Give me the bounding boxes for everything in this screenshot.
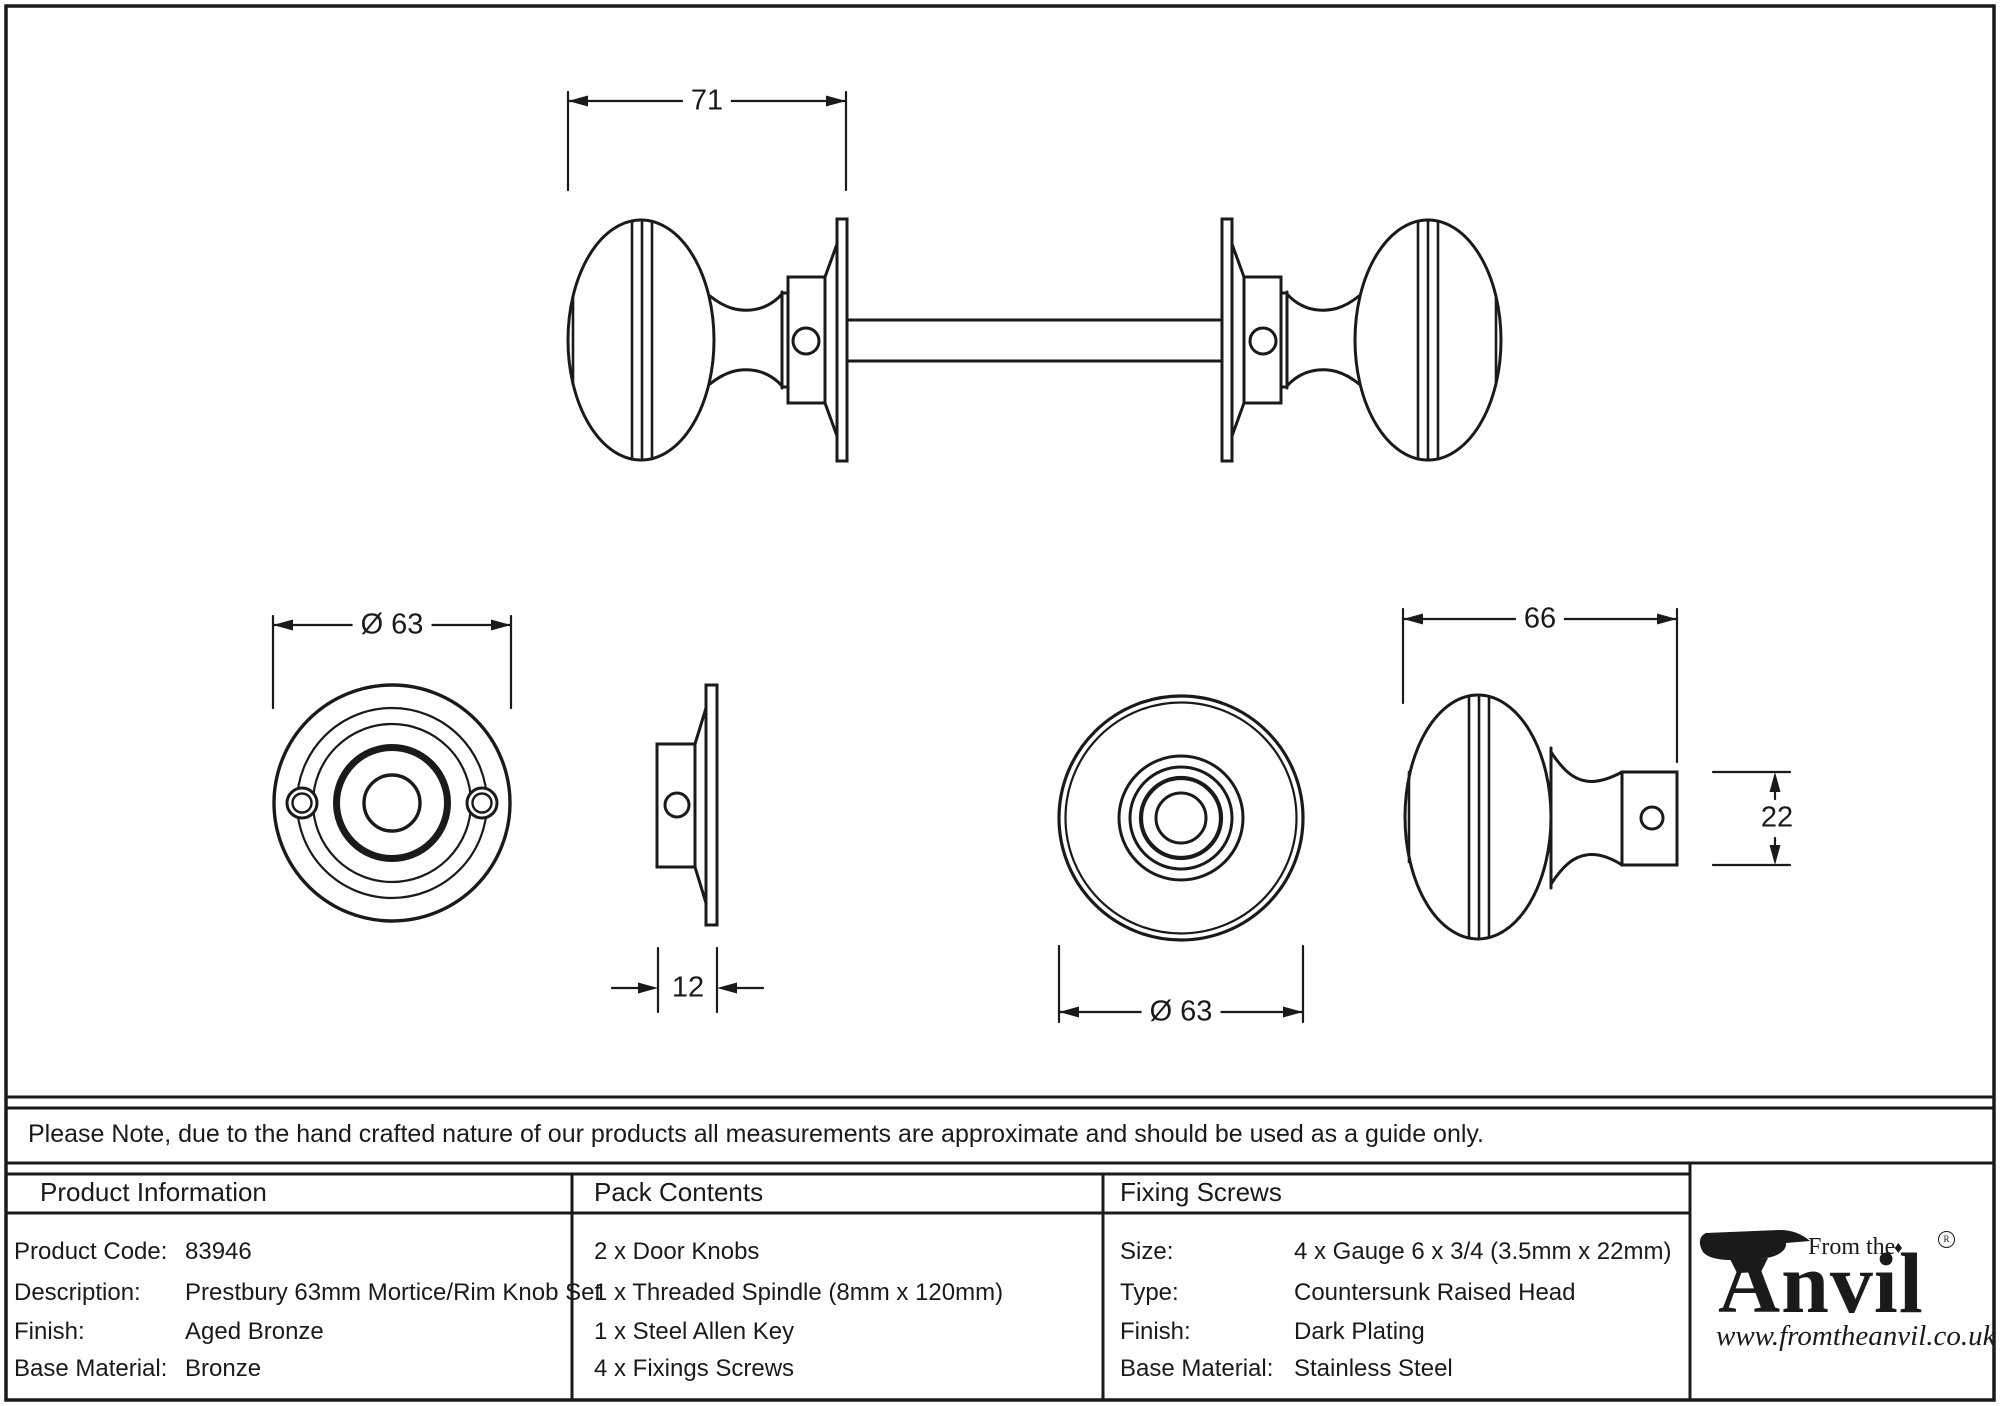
diamond-icon: ♦	[1894, 1238, 1903, 1257]
value-screw-size: 4 x Gauge 6 x 3/4 (3.5mm x 22mm)	[1294, 1238, 1672, 1265]
brand-website-url: www.fromtheanvil.co.uk	[1716, 1320, 1996, 1352]
rose-side-view	[610, 683, 765, 1014]
label-screw-base-material: Base Material:	[1120, 1355, 1274, 1382]
dim-label-rose-depth: 12	[671, 971, 705, 1004]
pack-item-screws: 4 x Fixings Screws	[594, 1355, 795, 1382]
anvil-icon	[1699, 1230, 1810, 1273]
spindle-drawing	[845, 318, 1224, 363]
header-product-information: Product Information	[40, 1177, 267, 1207]
dim-label-knob-length: 66	[1515, 602, 1565, 636]
dim-label-rose-diameter: Ø 63	[352, 608, 432, 642]
dimension-shank-height	[1711, 770, 1792, 867]
brand-logo-tagline: From the	[1808, 1234, 1896, 1260]
dimension-71	[566, 90, 848, 192]
label-screw-finish: Finish:	[1120, 1318, 1191, 1345]
label-screw-type: Type:	[1120, 1279, 1179, 1306]
value-screw-base-material: Stainless Steel	[1294, 1355, 1453, 1382]
value-base-material: Bronze	[185, 1355, 262, 1382]
label-description: Description:	[14, 1279, 141, 1306]
label-screw-size: Size:	[1120, 1238, 1174, 1265]
header-fixing-screws: Fixing Screws	[1120, 1177, 1282, 1207]
pack-item-door-knobs: 2 x Door Knobs	[594, 1238, 760, 1265]
registered-trademark-icon: R	[1938, 1231, 1955, 1248]
value-screw-type: Countersunk Raised Head	[1294, 1279, 1576, 1306]
pack-item-spindle: 1 x Threaded Spindle (8mm x 120mm)	[594, 1279, 1004, 1306]
knob-side-view	[1401, 607, 1792, 941]
measurement-note: Please Note, due to the hand crafted nat…	[28, 1120, 1485, 1148]
rose-front-view	[271, 614, 513, 923]
right-knob-drawing	[1220, 217, 1503, 463]
value-description: Prestbury 63mm Mortice/Rim Knob Set	[185, 1279, 602, 1306]
dimension-rose-depth	[610, 946, 765, 1014]
dim-label-shank-height: 22	[1760, 801, 1794, 834]
knob-set-side-elevation	[566, 90, 1503, 463]
value-screw-finish: Dark Plating	[1294, 1318, 1425, 1345]
pack-item-allen-key: 1 x Steel Allen Key	[594, 1318, 795, 1345]
dim-label-knob-set-width: 71	[682, 84, 732, 118]
value-finish: Aged Bronze	[185, 1318, 324, 1345]
dim-label-knob-face-diameter: Ø 63	[1141, 995, 1221, 1029]
sheet-border	[4, 4, 1996, 1402]
label-product-code: Product Code:	[14, 1238, 168, 1265]
header-pack-contents: Pack Contents	[594, 1177, 764, 1207]
label-finish: Finish:	[14, 1318, 85, 1345]
left-knob-drawing	[566, 217, 849, 463]
label-base-material: Base Material:	[14, 1355, 168, 1382]
value-product-code: 83946	[185, 1238, 252, 1265]
knob-face-view	[1057, 694, 1305, 1024]
rose-screw-holes	[285, 786, 499, 820]
brand-logo-wordmark: Anvil	[1718, 1235, 1924, 1331]
